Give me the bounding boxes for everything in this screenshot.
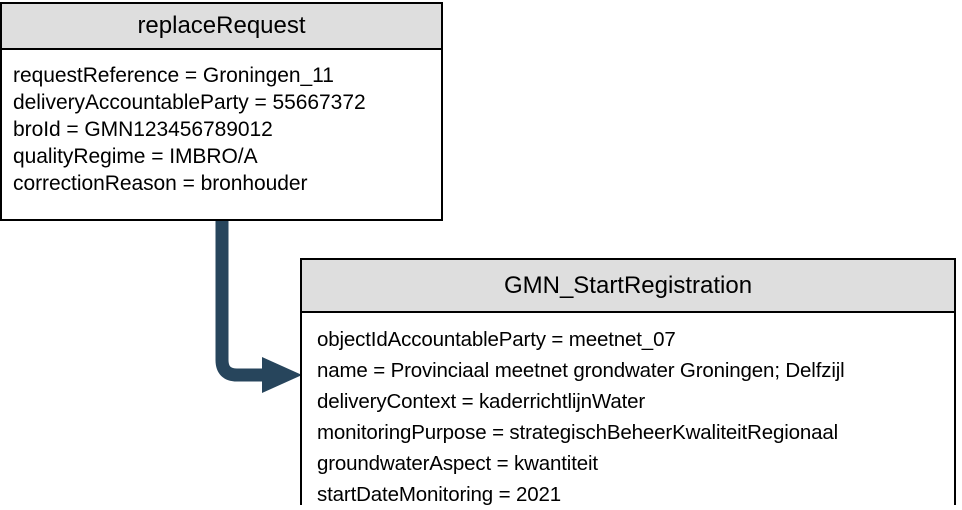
uml-attribute-row: deliveryAccountableParty = 55667372 [13,91,366,114]
uml-box-replace-request[interactable]: replaceRequest requestReference = Gronin… [0,2,443,221]
uml-box-title-replace-request: replaceRequest [2,4,441,50]
uml-attribute-row: objectIdAccountableParty = meetnet_07 [317,328,676,351]
uml-attribute-row: groundwaterAspect = kwantiteit [317,452,598,475]
uml-box-body-gmn-start-registration: objectIdAccountableParty = meetnet_07 na… [302,313,954,510]
uml-attribute-row: correctionReason = bronhouder [13,172,308,195]
uml-box-gmn-start-registration[interactable]: GMN_StartRegistration objectIdAccountabl… [300,258,956,510]
uml-attribute-row: monitoringPurpose = strategischBeheerKwa… [317,421,839,444]
uml-box-title-gmn-start-registration: GMN_StartRegistration [302,260,954,313]
connector-shaft [215,219,266,382]
uml-attribute-row: deliveryContext = kaderrichtlijnWater [317,390,646,413]
connector-arrowhead [262,357,302,393]
uml-box-body-replace-request: requestReference = Groningen_11 delivery… [2,50,441,197]
uml-attribute-row: name = Provinciaal meetnet grondwater Gr… [317,359,845,382]
uml-attribute-row: startDateMonitoring = 2021 [317,483,561,506]
uml-attribute-row: qualityRegime = IMBRO/A [13,145,258,168]
uml-attribute-row: requestReference = Groningen_11 [13,64,334,87]
uml-attribute-row: broId = GMN123456789012 [13,118,273,141]
